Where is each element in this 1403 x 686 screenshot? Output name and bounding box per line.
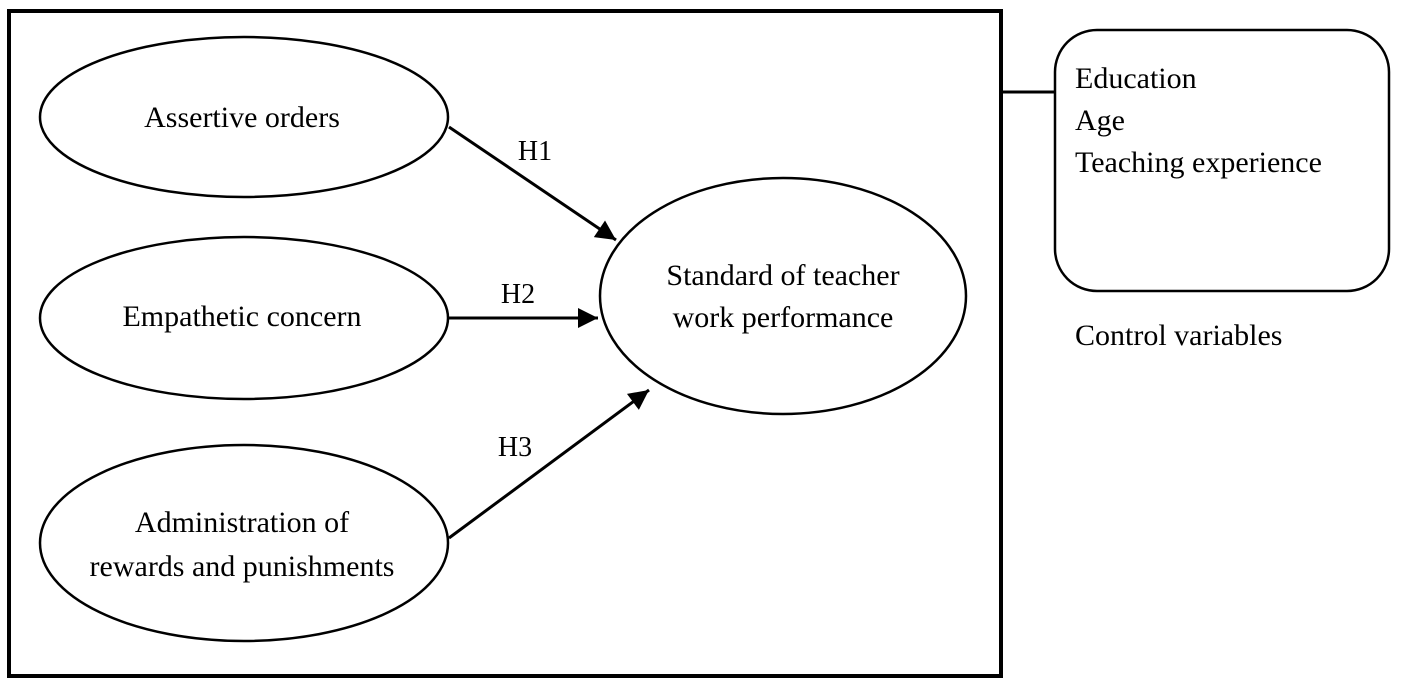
control-item-teaching-experience: Teaching experience	[1075, 146, 1322, 179]
control-item-age: Age	[1075, 104, 1125, 137]
node-administration-label-line1: Administration of	[135, 506, 349, 539]
edge-h3-arrow	[448, 388, 650, 540]
node-teacher-performance-label-line1: Standard of teacher	[666, 259, 899, 292]
edge-h1-label: H1	[518, 136, 552, 167]
control-item-education: Education	[1075, 62, 1197, 95]
edge-h3-label: H3	[498, 432, 532, 463]
edge-h1-arrow	[448, 125, 617, 242]
control-variables-box	[1053, 28, 1391, 293]
node-administration-label-line2: rewards and punishments	[90, 550, 395, 583]
node-teacher-performance-label-line2: work performance	[673, 301, 894, 334]
model-frame	[7, 9, 1003, 678]
node-administration	[38, 443, 450, 643]
node-empathetic-concern	[38, 235, 450, 401]
edge-h2-label: H2	[501, 279, 535, 310]
control-variables-caption: Control variables	[1075, 319, 1282, 352]
node-assertive-orders-label: Assertive orders	[144, 101, 340, 134]
node-empathetic-concern-label: Empathetic concern	[122, 300, 361, 333]
node-teacher-performance	[598, 176, 968, 416]
node-assertive-orders	[38, 35, 450, 199]
